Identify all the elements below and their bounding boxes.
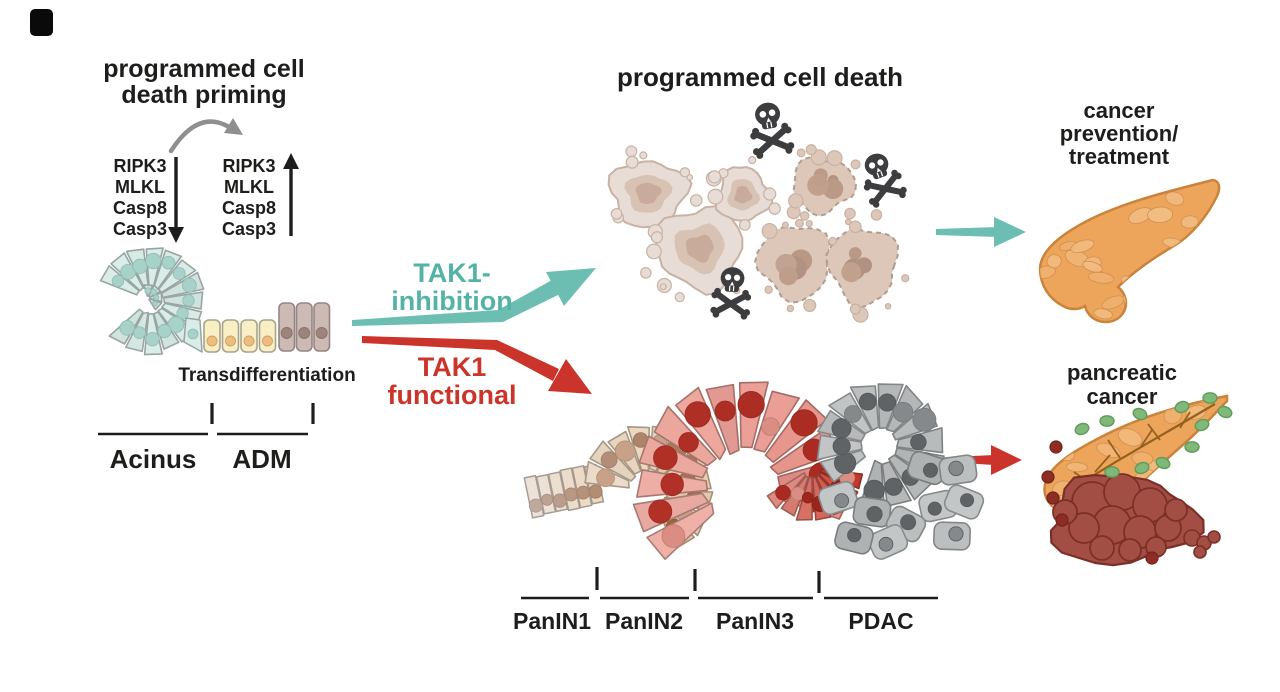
panin-progression-illustration	[523, 381, 985, 560]
adm-label: ADM	[232, 444, 292, 474]
gene-item: MLKL	[224, 177, 274, 197]
dying-cells-illustration	[607, 144, 910, 323]
cancerous-pancreas-illustration	[1041, 392, 1233, 567]
tak1-functional-label: TAK1 functional	[388, 353, 517, 409]
acinus-label: Acinus	[109, 444, 197, 474]
stage-brackets	[98, 403, 938, 600]
gene-item: RIPK3	[113, 156, 167, 176]
stage-panin3: PanIN3	[716, 608, 794, 634]
gene-item: Casp8	[112, 198, 168, 218]
pancreatic-cancer-line1: pancreatic	[1066, 360, 1178, 385]
priming-title: programmed cell death priming	[103, 56, 304, 108]
gene-item: RIPK3	[222, 156, 276, 176]
pancreatic-cancer-line2: cancer	[1086, 384, 1158, 409]
tak1-inhibition-line2: inhibition	[391, 286, 513, 316]
stage-panin1: PanIN1	[513, 608, 591, 634]
pancreatic-cancer-label: pancreatic cancer	[1067, 361, 1177, 409]
cancer-prevention-line2: prevention/	[1059, 121, 1179, 146]
priming-title-line1: programmed cell	[103, 55, 305, 83]
stage-panin2: PanIN2	[605, 608, 683, 634]
acinus-adm-illustration	[99, 247, 331, 356]
gene-item: Casp3	[221, 219, 277, 239]
gene-item: Casp3	[112, 219, 168, 239]
cancer-prevention-label: cancer prevention/ treatment	[1060, 99, 1179, 168]
cancer-prevention-line3: treatment	[1068, 144, 1170, 169]
gene-list-up: RIPK3 MLKL Casp8 Casp3	[222, 156, 276, 240]
priming-title-line2: death priming	[121, 81, 287, 109]
tak1-functional-line1: TAK1	[417, 352, 487, 382]
gene-item: MLKL	[115, 177, 165, 197]
tak1-inhibition-label: TAK1- inhibition	[391, 259, 512, 315]
tak1-functional-line2: functional	[387, 380, 517, 410]
gene-list-down: RIPK3 MLKL Casp8 Casp3	[113, 156, 167, 240]
stage-pdac: PDAC	[848, 608, 914, 634]
healthy-pancreas-illustration	[1038, 178, 1221, 324]
transdifferentiation-label: Transdifferentiation	[178, 365, 356, 386]
tak1-inhibition-line1: TAK1-	[413, 258, 491, 288]
cancer-prevention-line1: cancer	[1083, 98, 1155, 123]
gene-item: Casp8	[221, 198, 277, 218]
corner-mark	[30, 9, 53, 36]
programmed-cell-death-title: programmed cell death	[616, 62, 904, 92]
